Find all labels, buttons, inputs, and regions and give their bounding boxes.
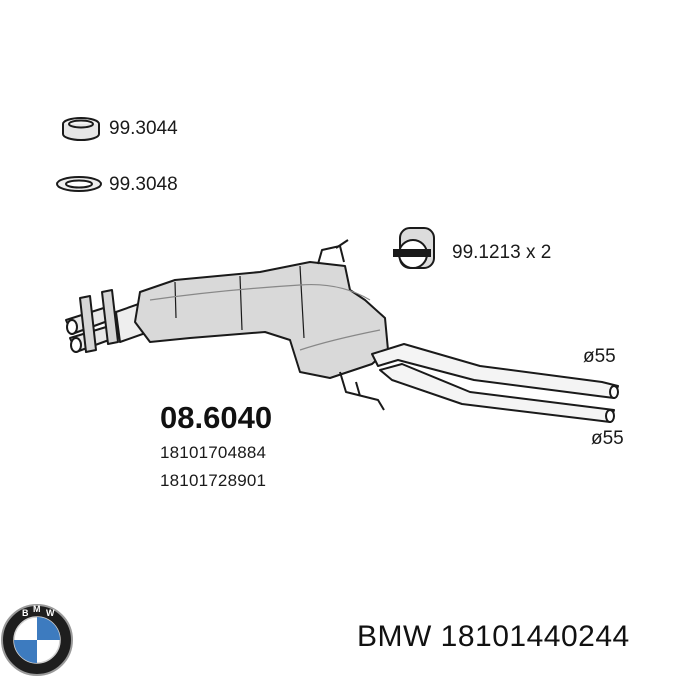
- svg-text:W: W: [46, 608, 55, 618]
- footer-part-reference: BMW 18101440244: [357, 620, 630, 654]
- silencer-assembly: [65, 239, 619, 423]
- pipe-diameter-lower: ø55: [591, 428, 624, 449]
- gasket-ring-icon: [56, 176, 102, 192]
- oem-number-1: 18101704884: [160, 443, 267, 462]
- clamp-ring-icon: [62, 117, 100, 141]
- clamp-ring-label: 99.3044: [109, 118, 178, 139]
- footer-part-number: 18101440244: [440, 620, 630, 653]
- gasket-ring-label: 99.3048: [109, 174, 178, 195]
- svg-text:B: B: [22, 608, 29, 618]
- oem-number-2: 18101728901: [160, 471, 267, 490]
- main-part-code: 08.6040: [160, 400, 273, 435]
- silencer-body: [134, 261, 389, 379]
- inlet-flange: [65, 289, 121, 353]
- svg-text:M: M: [33, 604, 41, 614]
- pipe-diameter-upper: ø55: [583, 346, 616, 367]
- footer-brand: BMW: [357, 620, 432, 653]
- bmw-logo: B M W: [1, 604, 73, 676]
- rubber-mount-label: 99.1213 x 2: [452, 242, 552, 263]
- rubber-mount-icon: [393, 227, 435, 269]
